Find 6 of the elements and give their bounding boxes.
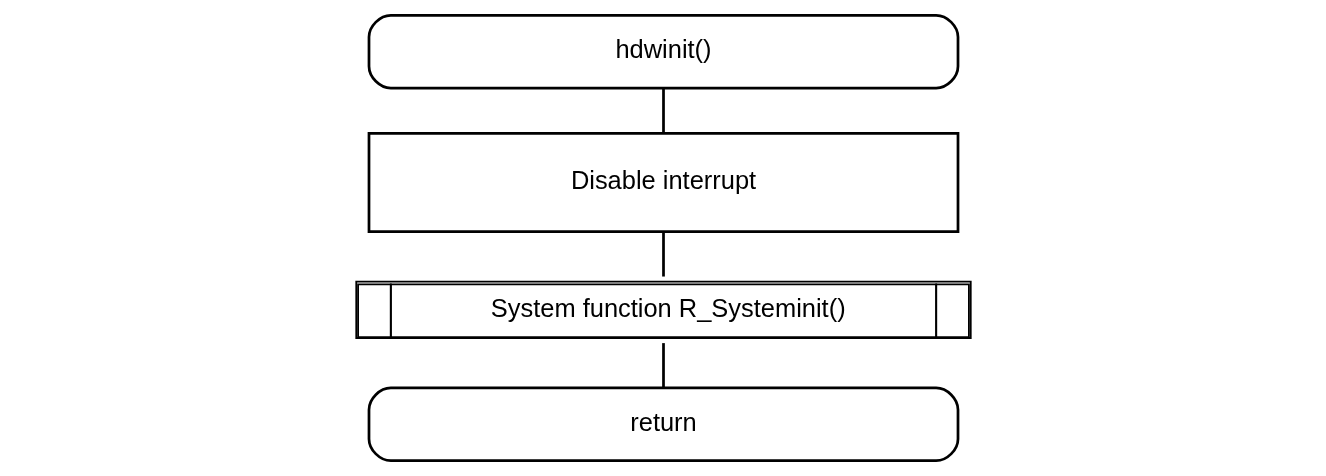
connector <box>661 88 665 134</box>
connector <box>661 343 665 388</box>
connector <box>661 231 665 277</box>
node-box: Disable interrupt <box>367 132 959 233</box>
node-box: hdwinit() <box>367 13 959 90</box>
node-box: return <box>367 386 959 463</box>
